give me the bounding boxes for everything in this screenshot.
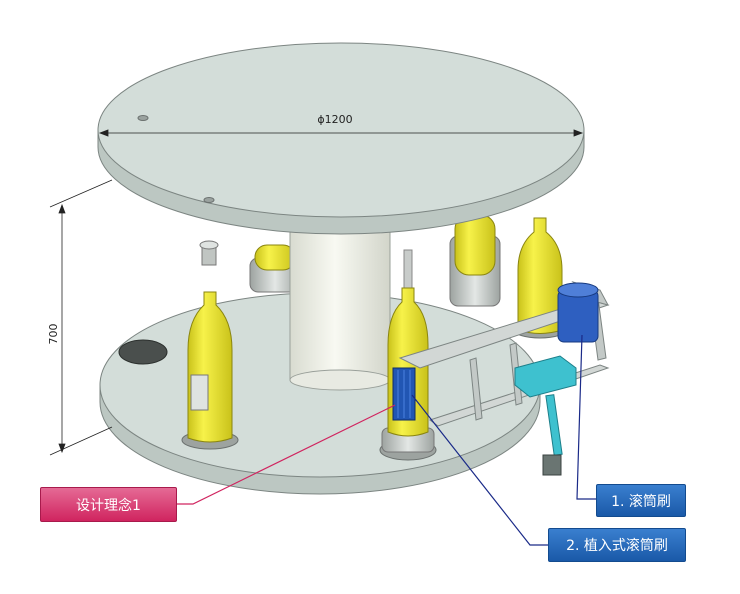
actuator [514,355,577,476]
height-dimension [49,179,113,456]
roller-brush-text: 1. 滚筒刷 [611,493,671,510]
bottle-front-left [181,291,239,450]
motor [557,282,599,343]
drive-rod [403,249,413,291]
height-label: 700 [47,324,60,345]
insert-leader-line [411,394,548,546]
insert-roller-brush [392,367,416,421]
bottle-back-left [249,244,301,293]
bottle-back-right [449,214,501,307]
roller-brush-label: 1. 滚筒刷 [596,484,686,517]
roller-leader-line [576,334,596,500]
insert-roller-brush-text: 2. 植入式滚筒刷 [566,538,668,554]
design-concept-text: 设计理念1 [76,497,141,514]
design-concept-label: 设计理念1 [40,487,177,522]
top-plate [97,42,585,235]
insert-roller-brush-label: 2. 植入式滚筒刷 [548,528,686,562]
diameter-label: ϕ1200 [317,113,352,126]
support-post [199,240,219,266]
diameter-dimension [98,129,584,137]
design-leader-line [177,404,396,505]
